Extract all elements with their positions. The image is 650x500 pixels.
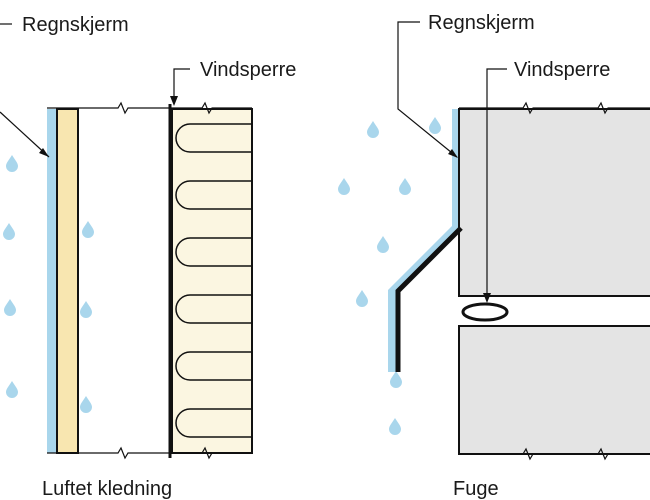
water-film-left	[47, 109, 57, 453]
break-line-bottom-left	[47, 446, 252, 460]
rain-screen-label-right: Regnskjerm	[428, 12, 535, 34]
rain-screen-arrowhead-left	[39, 148, 49, 157]
caption-right: Fuge	[453, 478, 499, 500]
wind-barrier-label-left: Vindsperre	[200, 59, 296, 81]
upper-wall-element	[458, 108, 650, 297]
break-line-bottom-right	[459, 447, 650, 461]
lower-wall-element	[458, 325, 650, 455]
break-line-top-left	[47, 101, 252, 115]
rain-screen-arrowhead-right	[448, 149, 458, 158]
wind-barrier-leader-left	[173, 68, 190, 102]
rain-screen-leader-left	[0, 111, 50, 158]
cladding-board	[56, 108, 79, 454]
rain-drops-right	[338, 117, 441, 435]
insulation-pattern	[175, 123, 252, 438]
wind-barrier-seal	[461, 302, 509, 322]
rain-screen-label-left: Regnskjerm	[22, 14, 129, 36]
wind-barrier-leader-right	[486, 68, 507, 298]
wind-barrier-arrowhead-right	[483, 293, 491, 303]
joint-flashing	[395, 226, 463, 372]
wind-barrier-arrowhead-left	[170, 96, 178, 106]
joint-panel: Regnskjerm Vindsperre Fuge	[338, 12, 650, 500]
wind-barrier-label-right: Vindsperre	[514, 59, 610, 81]
caption-left: Luftet kledning	[42, 478, 172, 500]
rain-screen-leader-right	[397, 21, 458, 158]
insulation-block	[171, 108, 253, 454]
break-line-top-right	[459, 101, 650, 115]
ventilated-cladding-panel: Regnskjerm Vindsperre Luftet kledning	[0, 14, 296, 500]
